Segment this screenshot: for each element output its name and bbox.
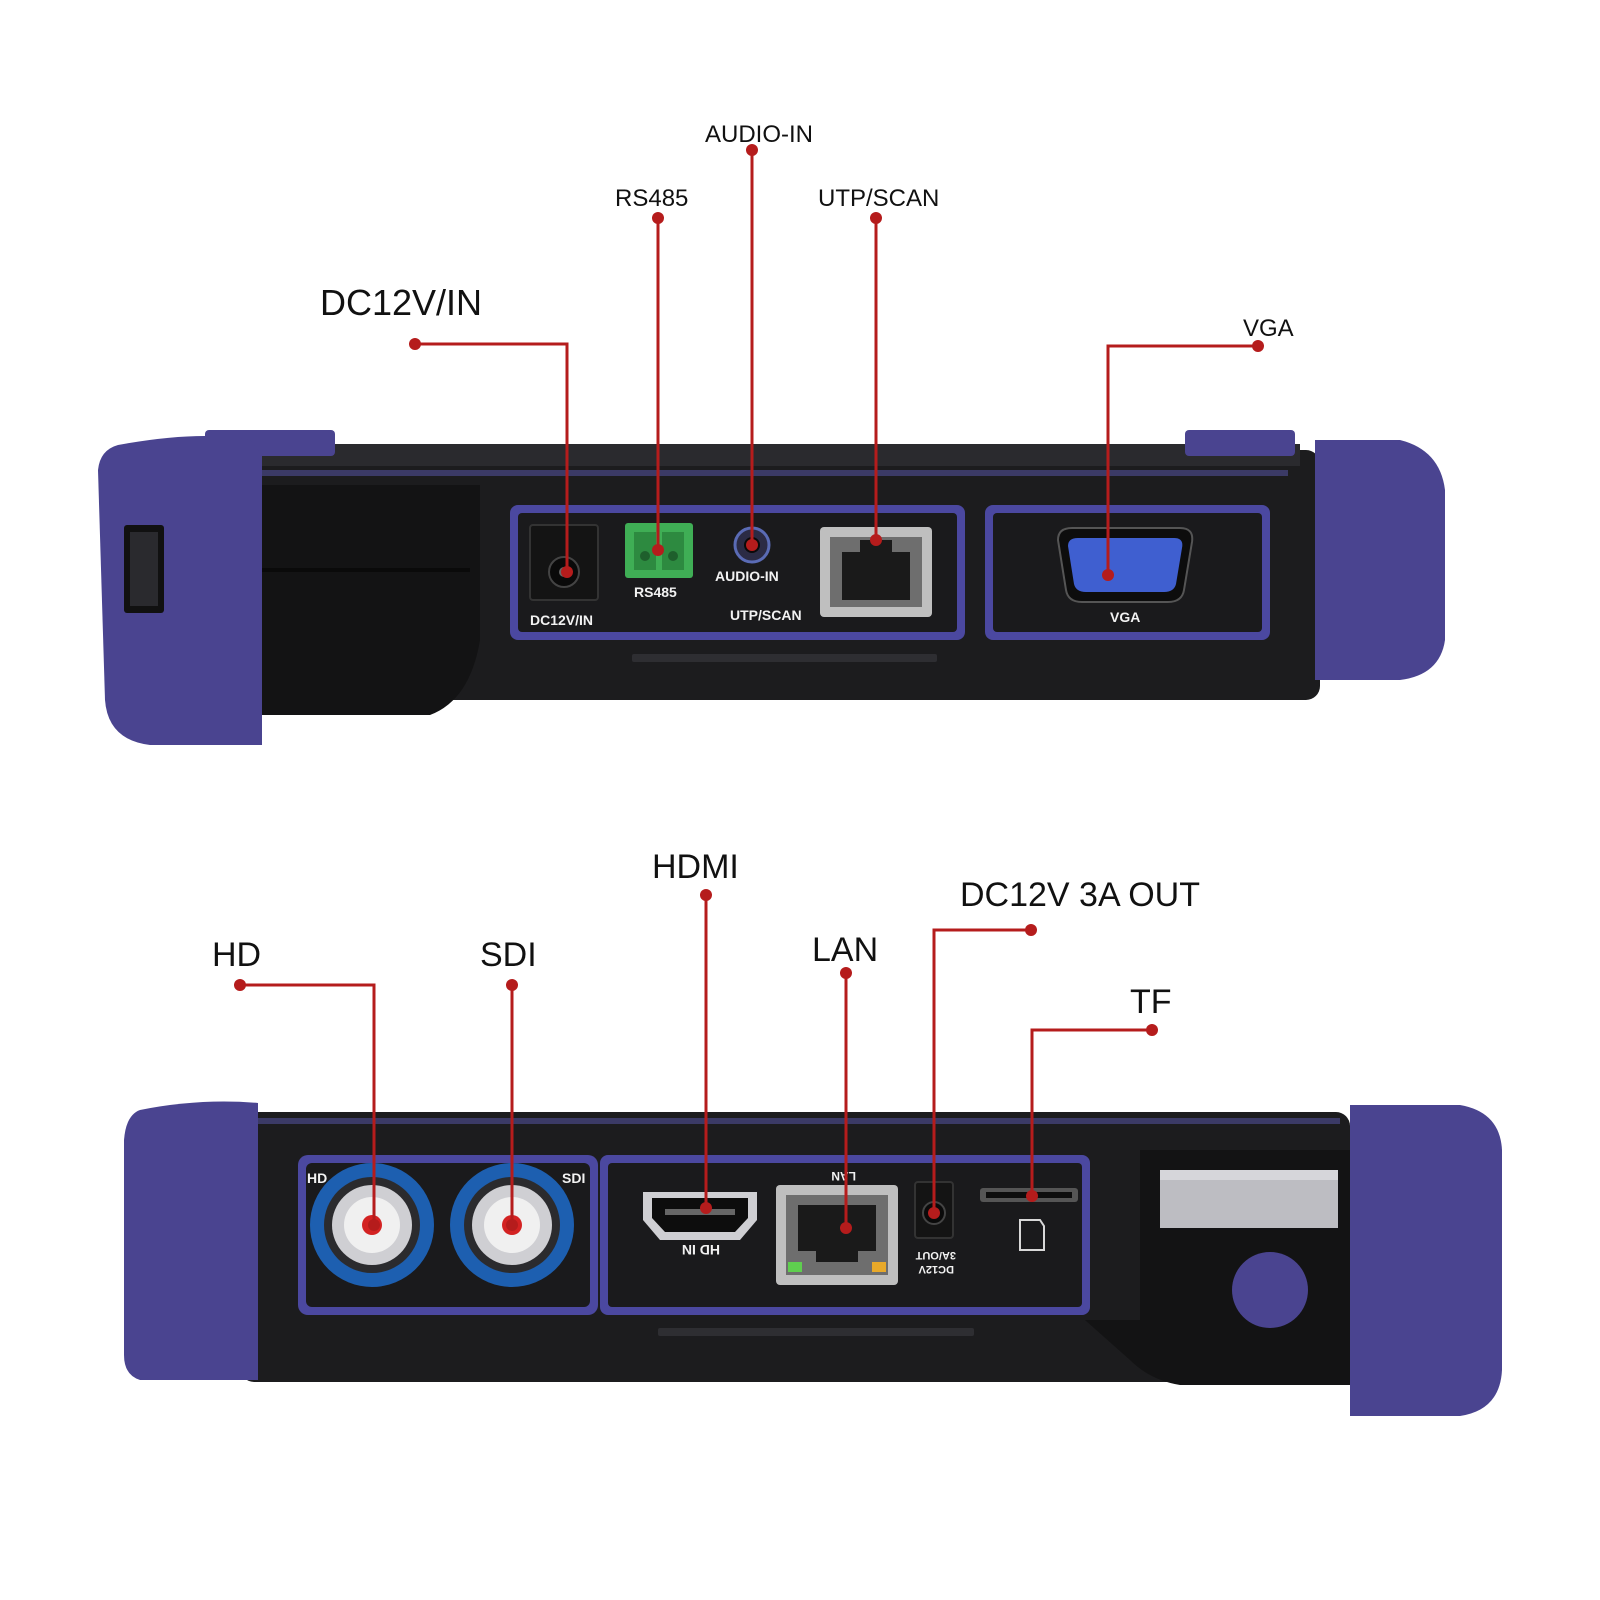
callout-hdmi: HDMI (652, 848, 739, 886)
callout-sdi: SDI (480, 936, 537, 974)
top-leader-lines (415, 150, 1258, 575)
port-label-rs485: RS485 (634, 584, 677, 600)
callout-hd: HD (212, 936, 261, 974)
port-label-dc-out-line2: 3A/OUT (915, 1249, 956, 1261)
port-label-hdmi: HD IN (682, 1242, 720, 1258)
callout-lan: LAN (812, 931, 878, 969)
port-label-lan: LAN (831, 1169, 856, 1183)
dc-jack-icon (529, 524, 599, 601)
leader-vga (1106, 344, 1258, 575)
callout-tf: TF (1130, 983, 1172, 1021)
callout-dc-in: DC12V/IN (320, 282, 482, 323)
bottom-device: HD SDI HD IN LAN (124, 1101, 1502, 1416)
rj45-port-icon (820, 527, 932, 617)
bnc-connector-icon (310, 1163, 434, 1287)
top-leader-dots (409, 144, 1264, 581)
callout-audio-in: AUDIO-IN (705, 121, 813, 148)
port-label-sdi: SDI (562, 1170, 585, 1186)
bottom-leader-lines (240, 895, 1152, 1228)
rj45-port-icon (776, 1185, 898, 1285)
port-label-vga: VGA (1110, 609, 1140, 625)
top-device: DC12V/IN RS485 AUDIO-IN UTP/SCAN (98, 430, 1445, 745)
callout-rs485: RS485 (615, 185, 688, 212)
leader-hd (240, 983, 376, 1225)
vga-port-icon (1056, 527, 1194, 603)
callout-vga: VGA (1243, 315, 1294, 342)
leader-tf (1030, 1028, 1152, 1196)
callout-utp-scan: UTP/SCAN (818, 185, 939, 212)
top-left-bumper (98, 436, 262, 745)
leader-dc-out (932, 928, 1031, 1213)
bottom-leader-dots (234, 889, 1158, 1234)
bottom-left-bumper (124, 1101, 258, 1380)
top-right-bumper (1315, 440, 1445, 680)
round-button[interactable] (1232, 1252, 1308, 1328)
bottom-right-bumper (1350, 1105, 1502, 1416)
port-label-utp-scan: UTP/SCAN (730, 607, 802, 623)
hdmi-port-icon (643, 1192, 757, 1240)
lan-led-amber (872, 1262, 886, 1272)
port-label-hd: HD (307, 1170, 327, 1186)
port-label-audio-in: AUDIO-IN (715, 568, 779, 584)
leader-dc-in (415, 342, 569, 572)
port-label-dc-out-line1: DC12V (918, 1263, 954, 1275)
lan-led-green (788, 1262, 802, 1272)
callout-dc-out: DC12V 3A OUT (960, 876, 1200, 914)
port-label-dc-in: DC12V/IN (530, 612, 593, 628)
